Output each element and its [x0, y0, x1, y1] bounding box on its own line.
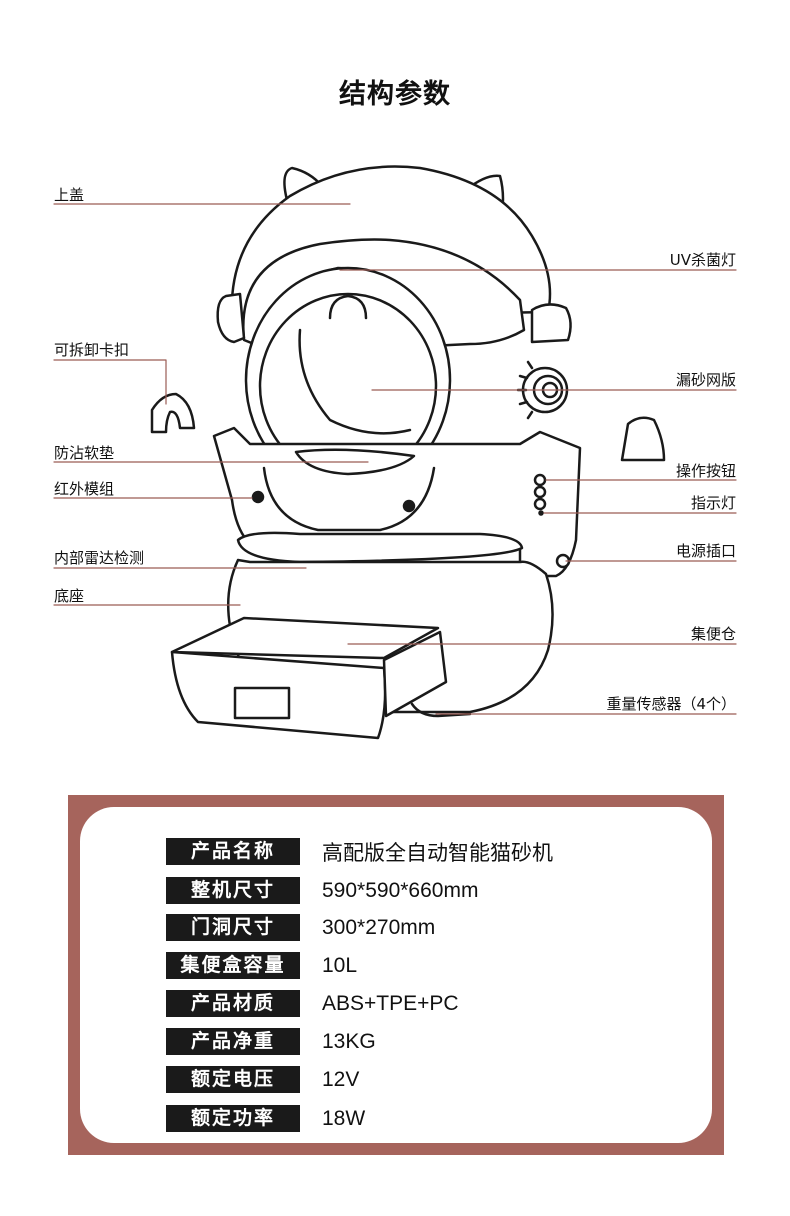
spec-row: 产品材质 ABS+TPE+PC	[166, 990, 459, 1017]
label-internal-radar: 内部雷达检测	[54, 549, 145, 567]
spec-row: 产品名称 高配版全自动智能猫砂机	[166, 838, 553, 865]
spec-panel-inner: 产品名称 高配版全自动智能猫砂机 整机尺寸 590*590*660mm 门洞尺寸…	[80, 807, 712, 1143]
left-side-bump	[216, 292, 246, 344]
label-weight-sensor: 重量传感器（4个）	[606, 695, 736, 713]
spec-value: 590*590*660mm	[322, 878, 479, 902]
spec-row: 集便盒容量 10L	[166, 952, 357, 979]
label-detachable-clip: 可拆卸卡扣	[54, 341, 130, 359]
screen-plate	[298, 328, 412, 435]
label-power-port: 电源插口	[675, 542, 736, 560]
infrared-dot-left	[251, 490, 265, 504]
spec-value: 10L	[322, 953, 358, 977]
clip-right	[620, 416, 666, 462]
label-anti-stick-pad: 防沾软垫	[54, 444, 115, 462]
button-2	[533, 485, 547, 499]
label-uv-lamp: UV杀菌灯	[669, 251, 736, 269]
leader-clip	[53, 359, 167, 405]
label-waste-drawer: 集便仓	[690, 625, 736, 643]
spec-row: 额定电压 12V	[166, 1066, 359, 1093]
spec-row: 门洞尺寸 300*270mm	[166, 914, 435, 941]
label-base: 底座	[54, 587, 85, 605]
spec-key: 产品净重	[166, 1028, 300, 1055]
spec-value: ABS+TPE+PC	[322, 991, 459, 1015]
label-infrared-module: 红外模组	[54, 480, 115, 498]
spec-value: 300*270mm	[322, 915, 436, 939]
spec-key: 产品材质	[166, 990, 300, 1017]
foot	[410, 702, 472, 718]
spec-key: 整机尺寸	[166, 877, 300, 904]
label-indicator-light: 指示灯	[690, 494, 736, 512]
infrared-dot-right	[402, 499, 416, 513]
spec-value: 18W	[322, 1106, 366, 1130]
spec-key: 额定电压	[166, 1066, 300, 1093]
button-1	[533, 473, 547, 487]
page-title: 结构参数	[339, 79, 451, 110]
inner-bowl	[262, 466, 436, 532]
spec-panel: 产品名称 高配版全自动智能猫砂机 整机尺寸 590*590*660mm 门洞尺寸…	[68, 795, 724, 1155]
spec-row: 产品净重 13KG	[166, 1028, 376, 1055]
leader-lines	[53, 203, 737, 715]
ring-tab	[328, 294, 368, 320]
label-top-cover: 上盖	[54, 186, 85, 204]
radar-ring	[236, 531, 524, 564]
drawer-side	[382, 630, 448, 718]
product-diagram	[53, 165, 737, 740]
label-litter-screen: 漏砂网版	[675, 371, 736, 389]
drawer-handle	[233, 686, 291, 720]
spec-row: 额定功率 18W	[166, 1105, 365, 1132]
indicator-dot	[538, 510, 544, 516]
drawer-top	[170, 616, 440, 660]
label-control-button: 操作按钮	[675, 462, 736, 480]
spec-row: 整机尺寸 590*590*660mm	[166, 877, 478, 904]
button-3	[533, 497, 547, 511]
spec-key: 集便盒容量	[166, 952, 300, 979]
spec-value: 13KG	[322, 1029, 376, 1053]
spec-key: 产品名称	[166, 838, 300, 865]
spec-value: 高配版全自动智能猫砂机	[322, 841, 553, 865]
spec-key: 门洞尺寸	[166, 914, 300, 941]
right-side-bump	[530, 303, 572, 344]
spec-value: 12V	[322, 1067, 360, 1091]
spec-key: 额定功率	[166, 1105, 300, 1132]
clip-left	[150, 392, 196, 434]
